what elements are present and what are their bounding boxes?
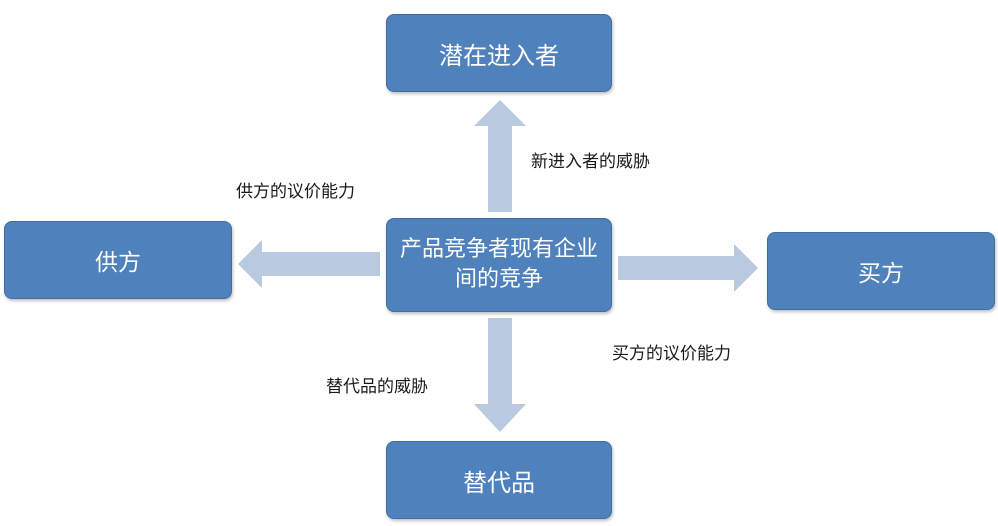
edge-label-buyer-bargaining: 买方的议价能力: [612, 344, 731, 364]
node-substitutes: 替代品: [386, 441, 612, 519]
node-potential-entrants-label: 潜在进入者: [439, 41, 559, 70]
node-buyer-label: 买方: [858, 261, 904, 287]
node-supplier: 供方: [4, 221, 232, 299]
arrow-left-to-supplier: [238, 240, 380, 288]
node-buyer: 买方: [767, 232, 995, 310]
node-supplier-label: 供方: [95, 250, 141, 276]
arrow-right-to-buyer: [618, 244, 758, 292]
edge-label-new-entrants-threat: 新进入者的威胁: [531, 152, 650, 172]
node-industry-rivalry: 产品竞争者现有企业间的竞争: [386, 218, 612, 312]
arrow-down-to-substitute: [474, 318, 526, 432]
node-substitutes-label: 替代品: [463, 468, 535, 497]
node-industry-rivalry-label: 产品竞争者现有企业间的竞争: [399, 237, 598, 292]
edge-label-substitute-threat: 替代品的威胁: [326, 377, 428, 397]
arrow-up-to-entrants: [474, 100, 526, 212]
edge-label-supplier-bargaining: 供方的议价能力: [236, 182, 355, 202]
node-potential-entrants: 潜在进入者: [386, 14, 612, 92]
